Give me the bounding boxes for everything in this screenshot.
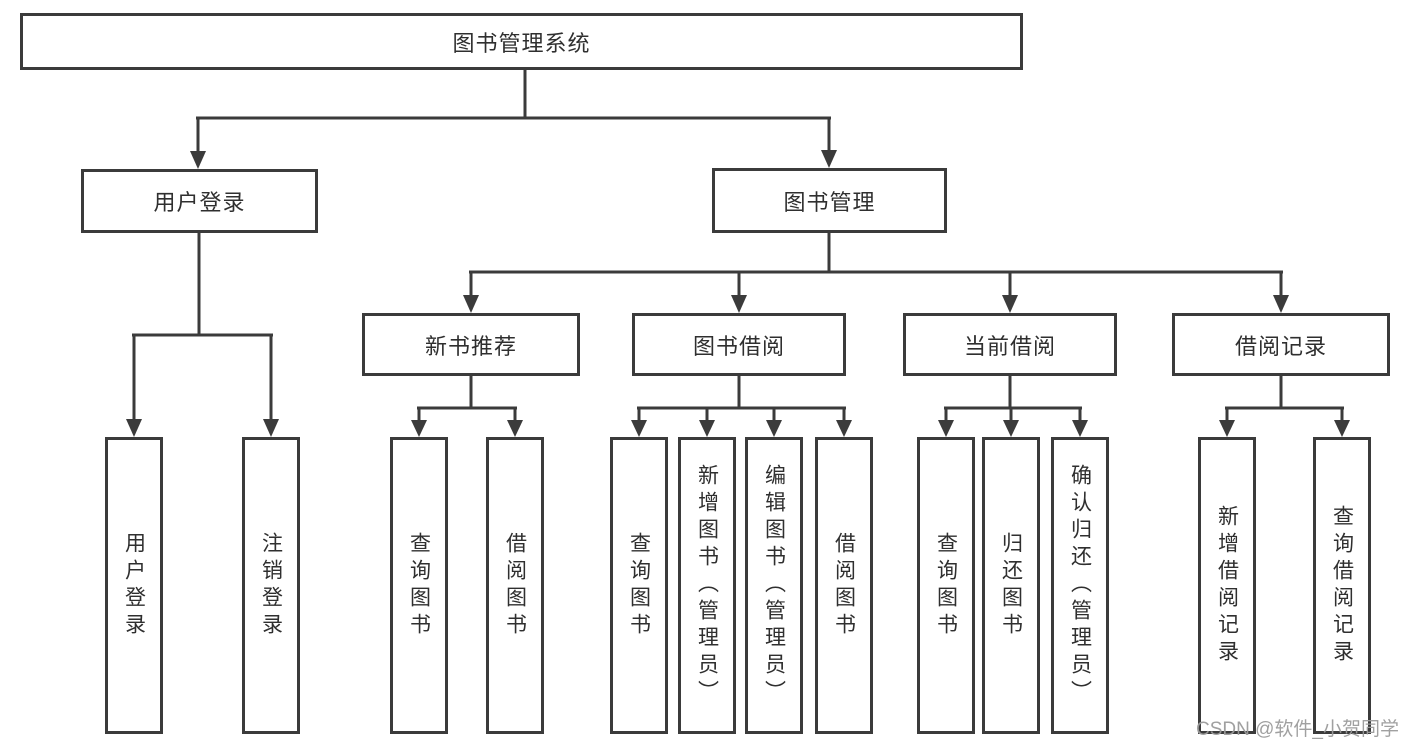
node-borrowing-records: 借阅记录 <box>1172 313 1390 376</box>
node-label: 查询图书 <box>627 531 651 640</box>
node-label: 新增借阅记录 <box>1215 504 1239 667</box>
leaf-query-books-borrow: 查询图书 <box>610 437 668 734</box>
leaf-borrow-books: 借阅图书 <box>815 437 873 734</box>
leaf-borrow-books-recommend: 借阅图书 <box>486 437 544 734</box>
node-book-borrowing: 图书借阅 <box>632 313 846 376</box>
leaf-logout: 注销登录 <box>242 437 300 734</box>
node-label: 用户登录 <box>122 531 146 640</box>
node-current-borrowing: 当前借阅 <box>903 313 1117 376</box>
leaf-confirm-return-admin: 确认归还（管理员） <box>1051 437 1109 734</box>
node-label: 借阅记录 <box>1234 333 1327 359</box>
leaf-query-books-current: 查询图书 <box>917 437 975 734</box>
node-label: 图书管理系统 <box>452 30 591 56</box>
leaf-query-borrow-record: 查询借阅记录 <box>1313 437 1371 734</box>
leaf-edit-book-admin: 编辑图书（管理员） <box>745 437 803 734</box>
leaf-return-book: 归还图书 <box>982 437 1040 734</box>
node-label: 查询图书 <box>407 531 431 640</box>
node-label: 图书借阅 <box>692 333 785 359</box>
node-label: 归还图书 <box>999 531 1023 640</box>
node-new-book-recommend: 新书推荐 <box>362 313 580 376</box>
node-label: 新书推荐 <box>424 333 517 359</box>
node-label: 查询图书 <box>934 531 958 640</box>
node-label: 借阅图书 <box>832 531 856 640</box>
csdn-watermark: CSDN @软件_小贺同学 <box>1196 719 1399 740</box>
leaf-user-login: 用户登录 <box>105 437 163 734</box>
node-label: 编辑图书（管理员） <box>762 464 786 707</box>
node-user-login: 用户登录 <box>81 169 318 233</box>
node-label: 新增图书（管理员） <box>695 464 719 707</box>
node-label: 注销登录 <box>259 531 283 640</box>
node-label: 用户登录 <box>153 190 246 215</box>
node-label: 查询借阅记录 <box>1330 504 1354 667</box>
node-label: 当前借阅 <box>963 333 1056 359</box>
node-label: 确认归还（管理员） <box>1068 464 1092 707</box>
node-root-library-system: 图书管理系统 <box>20 13 1023 70</box>
node-label: 借阅图书 <box>503 531 527 640</box>
leaf-add-borrow-record: 新增借阅记录 <box>1198 437 1256 734</box>
node-book-management: 图书管理 <box>712 168 947 233</box>
leaf-query-books-recommend: 查询图书 <box>390 437 448 734</box>
node-label: 图书管理 <box>783 189 876 215</box>
leaf-add-book-admin: 新增图书（管理员） <box>678 437 736 734</box>
